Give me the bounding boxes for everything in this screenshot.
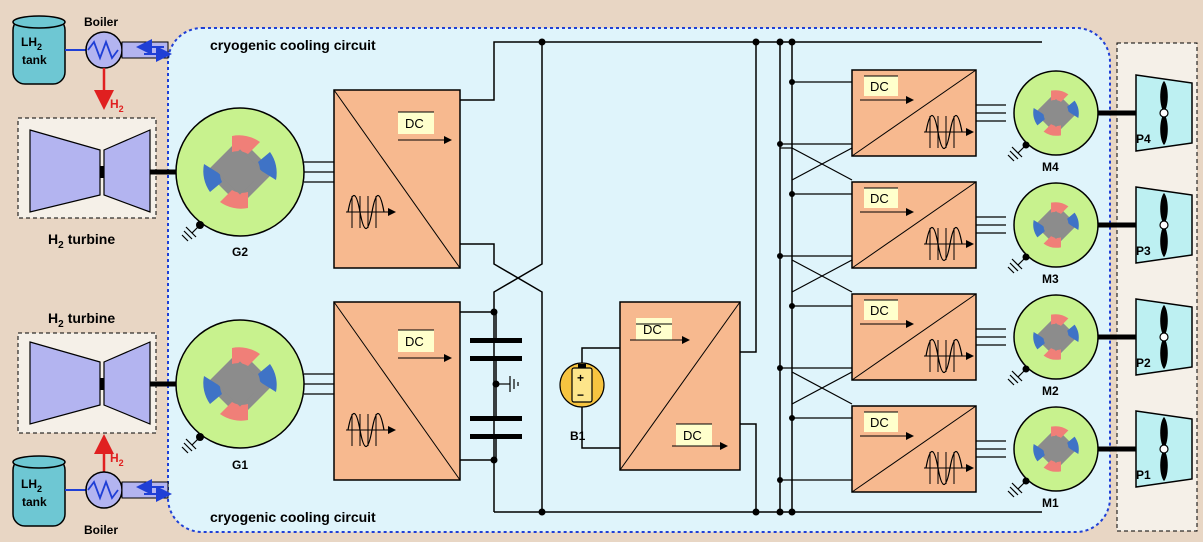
lh2-tank-bottom: LH2 tank bbox=[12, 455, 66, 527]
motor-channel-m2: DC M2 P2 bbox=[777, 293, 1193, 398]
motor-m4: M4 bbox=[1007, 70, 1099, 174]
cooling-circuit-label-bottom: cryogenic cooling circuit bbox=[210, 509, 376, 525]
motor-label: M4 bbox=[1042, 160, 1059, 174]
svg-text:tank: tank bbox=[22, 53, 47, 67]
h2-label-top: H2 bbox=[110, 97, 124, 114]
svg-text:G1: G1 bbox=[232, 458, 248, 472]
dc-link-capacitors bbox=[470, 312, 522, 460]
motor-m3: M3 bbox=[1007, 182, 1099, 286]
svg-text:Boiler: Boiler bbox=[84, 15, 118, 29]
motor-channel-m4: DC M4 P4 bbox=[777, 69, 1193, 174]
svg-text:G2: G2 bbox=[232, 245, 248, 259]
motor-label: M1 bbox=[1042, 496, 1059, 510]
h2-label-bottom: H2 bbox=[110, 451, 124, 468]
converter-g1: DC bbox=[333, 301, 461, 481]
motor-label: M3 bbox=[1042, 272, 1059, 286]
propeller-label: P1 bbox=[1136, 468, 1151, 482]
dc-label: DC bbox=[870, 79, 889, 94]
svg-text:B1: B1 bbox=[570, 429, 586, 443]
converter-battery: DC DC bbox=[619, 301, 741, 471]
boiler-top: Boiler bbox=[84, 15, 123, 69]
lh2-tank-top: LH2 tank bbox=[12, 15, 66, 85]
dc-label: DC bbox=[870, 415, 889, 430]
svg-text:LH2: LH2 bbox=[21, 35, 42, 52]
svg-text:−: − bbox=[577, 388, 584, 402]
battery-b1: + − B1 bbox=[559, 362, 605, 443]
svg-text:DC: DC bbox=[683, 428, 702, 443]
svg-text:DC: DC bbox=[643, 322, 662, 337]
dc-label: DC bbox=[870, 191, 889, 206]
svg-text:Boiler: Boiler bbox=[84, 523, 118, 537]
dc-bus-wiring bbox=[460, 41, 1042, 513]
propeller-m3: P3 bbox=[1135, 186, 1193, 264]
motor-channel-m1: DC M1 P1 bbox=[777, 405, 1193, 510]
motor-m2: M2 bbox=[1007, 294, 1099, 398]
converter-g2: DC bbox=[333, 89, 461, 269]
dc-label: DC bbox=[870, 303, 889, 318]
propeller-m2: P2 bbox=[1135, 298, 1193, 376]
motor-crossovers bbox=[791, 147, 853, 405]
svg-text:DC: DC bbox=[405, 334, 424, 349]
propeller-label: P2 bbox=[1136, 356, 1151, 370]
propeller-label: P3 bbox=[1136, 244, 1151, 258]
motor-label: M2 bbox=[1042, 384, 1059, 398]
svg-text:DC: DC bbox=[405, 116, 424, 131]
boiler-bottom: Boiler bbox=[84, 471, 123, 537]
svg-text:tank: tank bbox=[22, 495, 47, 509]
propeller-m4: P4 bbox=[1135, 74, 1193, 152]
propeller-label: P4 bbox=[1136, 132, 1151, 146]
svg-text:LH2: LH2 bbox=[21, 477, 42, 494]
svg-text:+: + bbox=[577, 371, 584, 385]
motor-channel-m3: DC M3 P3 bbox=[777, 181, 1193, 286]
cooling-circuit-label-top: cryogenic cooling circuit bbox=[210, 37, 376, 53]
propeller-m1: P1 bbox=[1135, 410, 1193, 488]
